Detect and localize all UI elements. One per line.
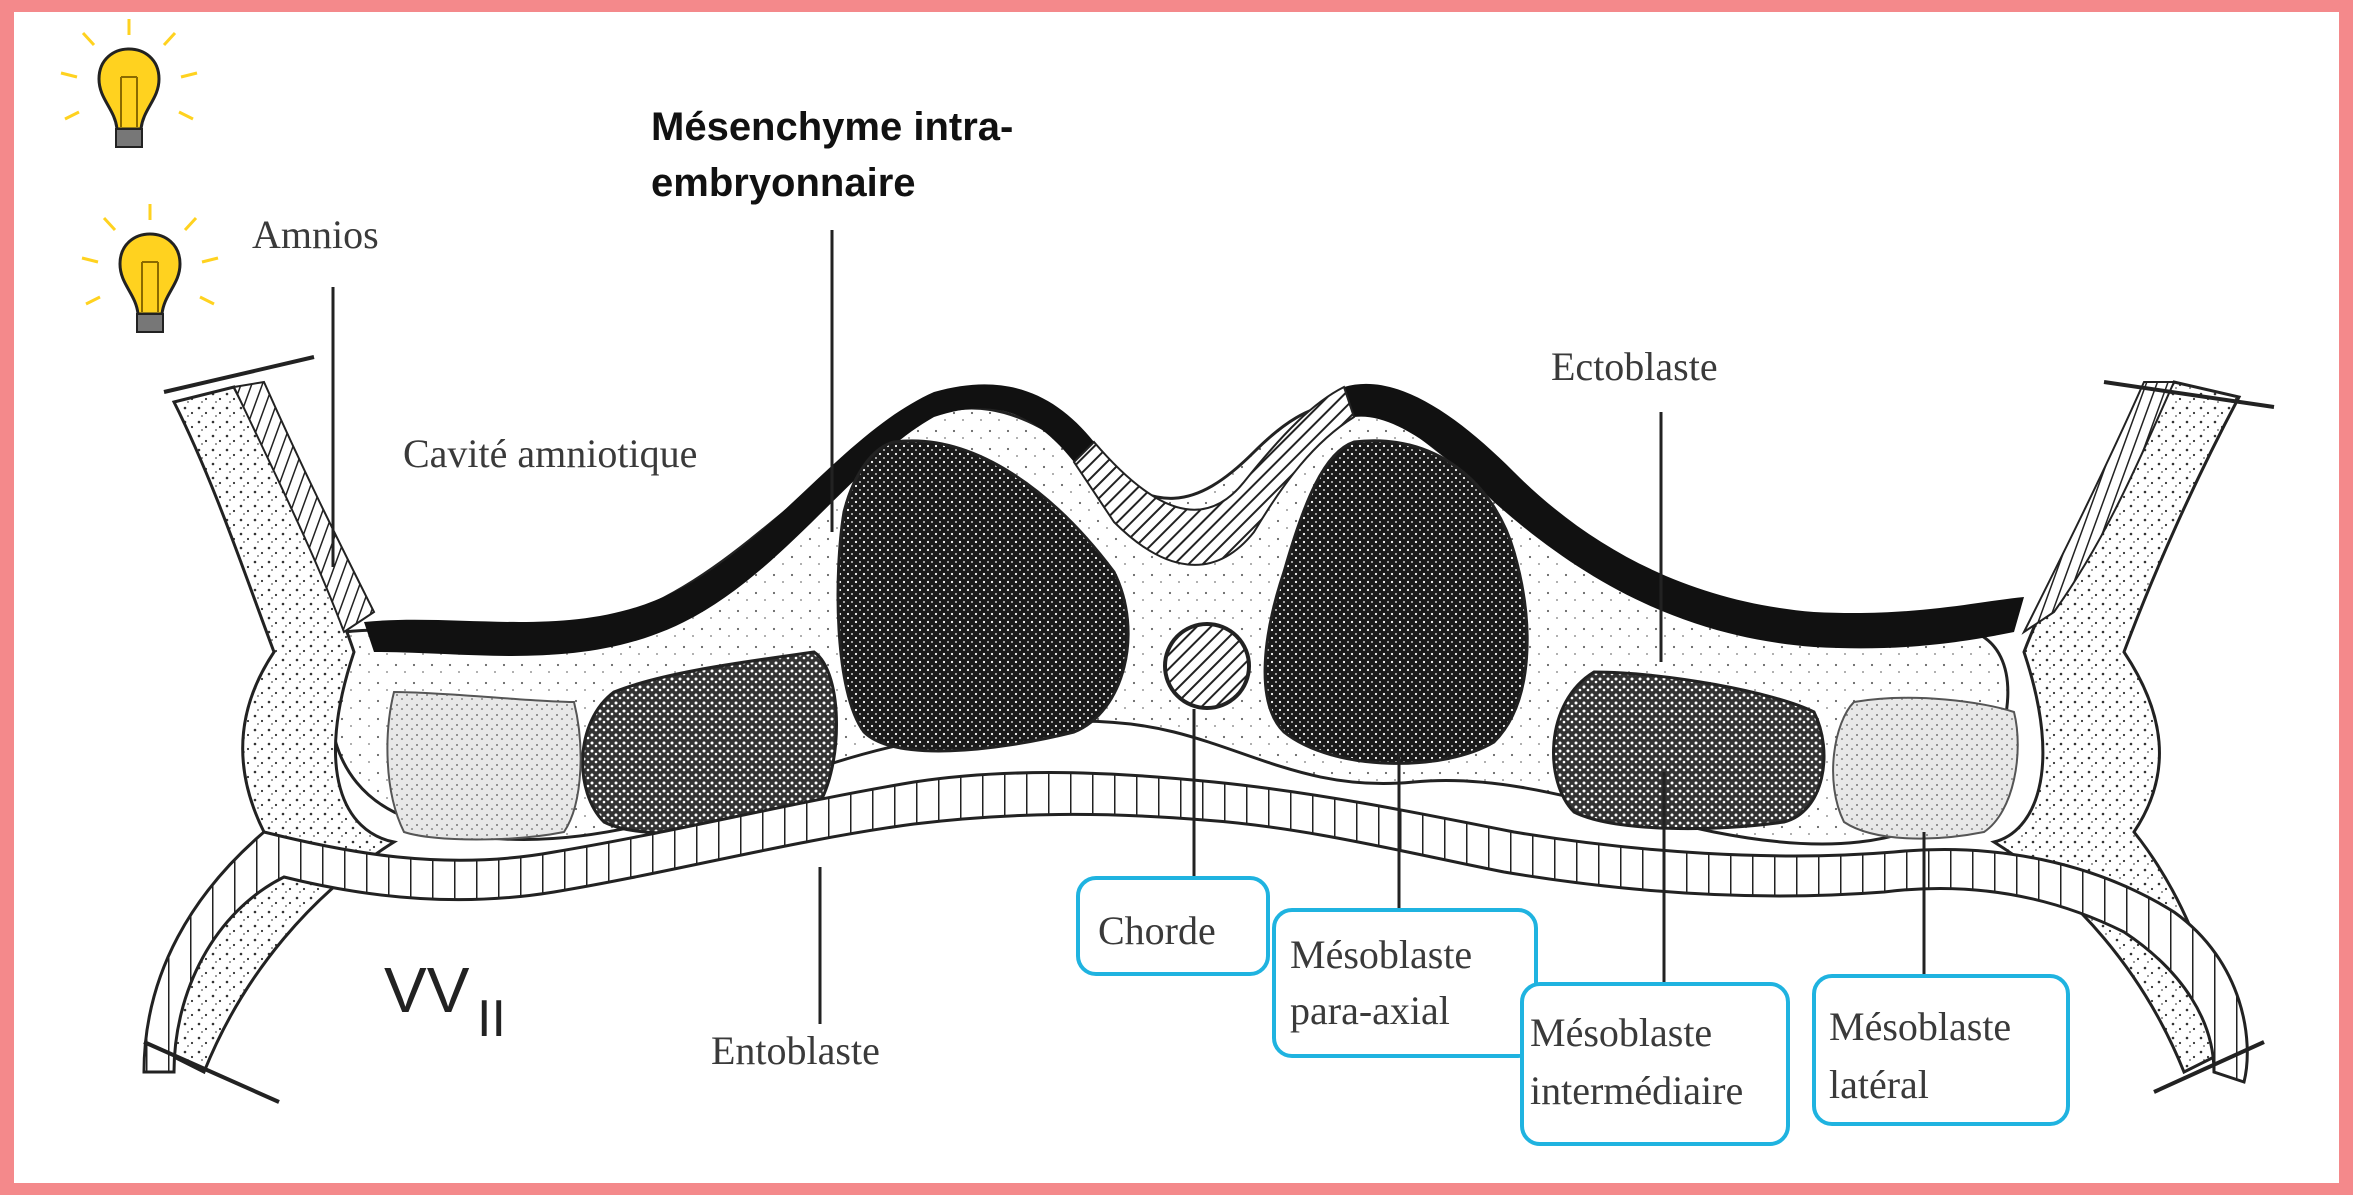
label-paraaxial-2: para-axial — [1290, 988, 1450, 1033]
lightbulb-icon — [82, 204, 218, 332]
label-chorde: Chorde — [1098, 908, 1216, 953]
label-intermediaire-2: intermédiaire — [1530, 1068, 1743, 1113]
lateral-right — [1833, 698, 2018, 839]
label-amnios: Amnios — [252, 212, 379, 257]
label-vv-sub: II — [477, 990, 506, 1048]
label-ectoblaste: Ectoblaste — [1551, 344, 1718, 389]
label-mesenchyme-2: embryonnaire — [651, 161, 916, 205]
label-lateral-2: latéral — [1829, 1062, 1929, 1107]
embryo-section-diagram: Amnios Mésenchyme intra- embryonnaire Ca… — [14, 12, 2339, 1183]
label-entoblaste: Entoblaste — [711, 1028, 880, 1073]
lightbulb-icon — [61, 19, 197, 147]
label-intermediaire-1: Mésoblaste — [1530, 1010, 1712, 1055]
diagram-frame: Amnios Mésenchyme intra- embryonnaire Ca… — [14, 12, 2339, 1183]
label-mesenchyme-1: Mésenchyme intra- — [651, 105, 1013, 149]
label-cavite-amniotique: Cavité amniotique — [403, 431, 697, 476]
label-vv: VV — [384, 954, 470, 1026]
label-lateral-1: Mésoblaste — [1829, 1004, 2011, 1049]
lateral-left — [387, 692, 580, 840]
box-intermediaire — [1522, 984, 1788, 1144]
notochord — [1165, 624, 1249, 708]
label-paraaxial-1: Mésoblaste — [1290, 932, 1472, 977]
